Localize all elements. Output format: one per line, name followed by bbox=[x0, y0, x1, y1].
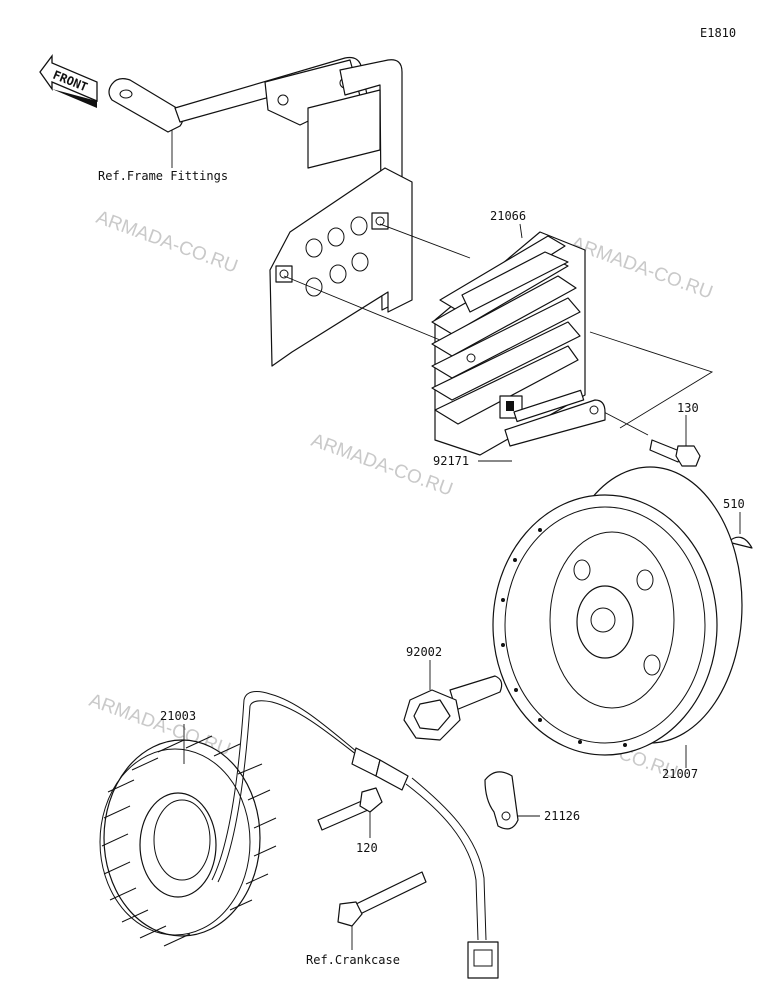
flywheel-rotor bbox=[492, 466, 743, 756]
part-120: 120 bbox=[356, 841, 378, 855]
ref-crankcase: Ref.Crankcase bbox=[306, 953, 400, 967]
watermark-1: ARMADA-CO.RU bbox=[93, 207, 240, 278]
ref-frame-fittings: Ref.Frame Fittings bbox=[98, 169, 228, 183]
bolt-130 bbox=[649, 439, 701, 467]
regulator-leader bbox=[519, 223, 523, 239]
crankcase-bolt bbox=[337, 871, 427, 927]
part-21066: 21066 bbox=[490, 209, 526, 223]
output-harness bbox=[405, 777, 487, 941]
front-arrow-icon: FRONT bbox=[39, 54, 98, 108]
regulator-rectifier bbox=[431, 231, 586, 456]
wire-connector bbox=[351, 747, 409, 791]
watermark-2: ARMADA-CO.RU bbox=[568, 233, 715, 304]
part-510: 510 bbox=[723, 497, 745, 511]
part-21003: 21003 bbox=[160, 709, 196, 723]
stator-harness bbox=[211, 691, 367, 883]
frame-bracket bbox=[108, 56, 413, 367]
part-21126: 21126 bbox=[544, 809, 580, 823]
part-130: 130 bbox=[677, 401, 699, 415]
part-92171: 92171 bbox=[433, 454, 469, 468]
wire-clamp bbox=[484, 771, 519, 830]
regulator-guide-lines bbox=[283, 223, 714, 436]
stator-bolt bbox=[317, 787, 383, 831]
output-plug bbox=[467, 941, 499, 979]
stator bbox=[99, 735, 277, 947]
diagram-code: E1810 bbox=[700, 26, 736, 40]
flywheel-bolt bbox=[403, 675, 503, 741]
part-21007: 21007 bbox=[662, 767, 698, 781]
mounting-plate bbox=[504, 389, 606, 447]
part-92002: 92002 bbox=[406, 645, 442, 659]
